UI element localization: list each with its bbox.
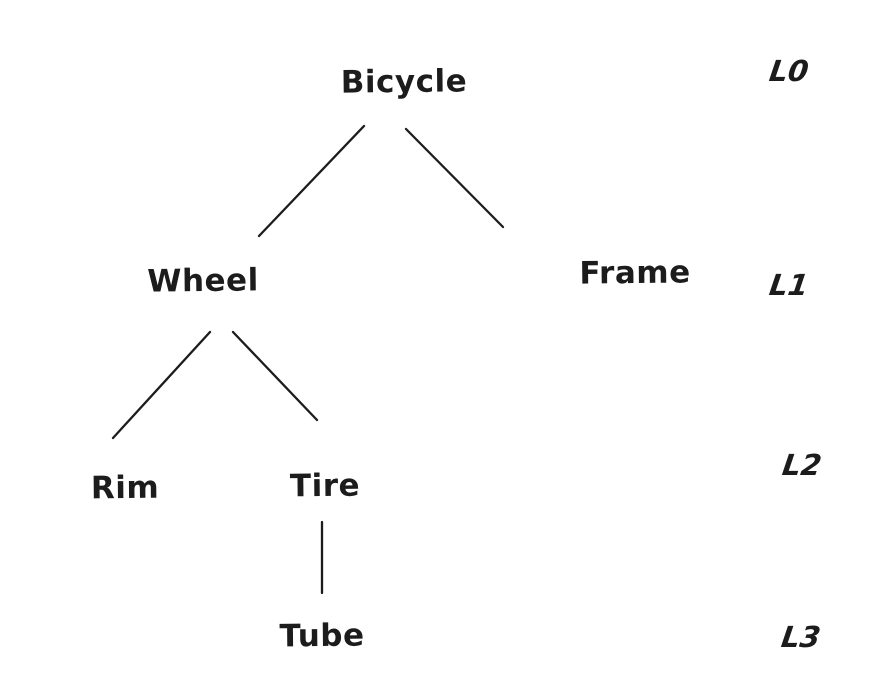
tree-node-bicycle: Bicycle — [340, 63, 468, 101]
level-label-l3: L3 — [779, 620, 823, 654]
tree-node-tire: Tire — [289, 467, 361, 505]
tree-node-wheel: Wheel — [147, 262, 259, 300]
tree-edge-bicycle-frame — [404, 127, 505, 229]
tree-node-rim: Rim — [90, 469, 160, 507]
tree-node-frame: Frame — [579, 254, 691, 292]
level-label-l0: L0 — [767, 54, 811, 88]
tree-edge-bicycle-wheel — [257, 124, 366, 238]
tree-edge-wheel-tire — [231, 330, 319, 422]
tree-edge-wheel-rim — [111, 330, 212, 440]
level-label-l2: L2 — [780, 448, 824, 482]
level-label-l1: L1 — [767, 268, 811, 302]
tree-node-tube: Tube — [279, 617, 365, 655]
